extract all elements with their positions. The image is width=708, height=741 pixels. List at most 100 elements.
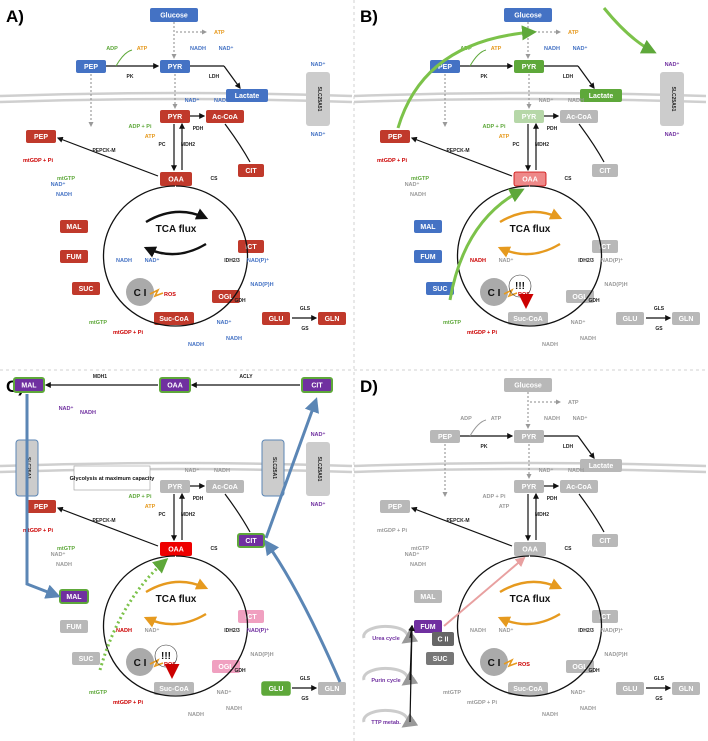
lactate-node-label: Lactate: [589, 463, 614, 470]
nad-mal-label: NAD⁺: [51, 551, 66, 558]
glucose-node-box: [504, 8, 552, 22]
nad-ci-label: NAD⁺: [145, 257, 160, 264]
mtgdp-label-2: mtGDP + Pi: [467, 700, 497, 706]
pep-cyto-node: PEP: [430, 60, 460, 73]
nadp-label: NAD(P)⁺: [601, 257, 623, 264]
tca-cycle: [102, 555, 249, 697]
pyr-node: PYR: [160, 480, 190, 493]
nadph-label: NAD(P)H: [250, 652, 273, 658]
nad-in-label: NAD⁺: [311, 131, 326, 138]
mtgdp-label-2: mtGDP + Pi: [113, 330, 143, 336]
mdh2-enzyme: MDH2: [181, 512, 195, 518]
sucoa-node: Suc-CoA: [508, 682, 548, 695]
lactate-node-label: Lactate: [589, 93, 614, 100]
nad-label: NAD⁺: [573, 415, 588, 422]
nadp-label: NAD(P)⁺: [601, 627, 623, 634]
lactate-node: Lactate: [580, 89, 622, 102]
nad-import-arrow: [602, 7, 657, 54]
slc25a51-label: SLC25A51: [316, 457, 322, 482]
oaa-node: OAA: [514, 542, 546, 556]
nadph-label: NAD(P)H: [604, 282, 627, 288]
gs-enzyme: GS: [301, 696, 309, 702]
nad-mito-label: NAD⁺: [185, 467, 200, 474]
pep-node-label: PEP: [388, 134, 402, 141]
fum-node-box: [414, 250, 442, 263]
cycle-label-0: Urea cycle: [372, 636, 400, 642]
mal-node-label: MAL: [420, 594, 436, 601]
pdh-enzyme: PDH: [193, 126, 204, 132]
nadh-mito-label: NADH: [214, 98, 230, 104]
nadh-label: NADH: [544, 46, 560, 52]
lactate-node-box: [580, 459, 622, 472]
nad-ci-label: NAD⁺: [499, 257, 514, 264]
panel-letter: D): [360, 377, 378, 396]
pep-cyto-node-label: PEP: [438, 64, 452, 71]
sucoa-node-box: [154, 312, 194, 325]
lactate-node-box: [580, 89, 622, 102]
glu-node-box: [261, 681, 291, 696]
pk-enzyme: PK: [481, 74, 488, 80]
fum-node: FUM: [414, 250, 442, 263]
pep-node: PEP: [380, 130, 410, 143]
suc-node-label: SUC: [79, 286, 94, 293]
gln-node-box: [672, 312, 700, 325]
adp-pi-label: ADP + Pi: [129, 494, 152, 500]
pep-cyto-node: PEP: [76, 60, 106, 73]
tca-arrow-top: [499, 578, 563, 594]
acoa-node: Ac-CoA: [560, 480, 598, 493]
gln-node-label: GLN: [679, 316, 694, 323]
glucose-node: Glucose: [504, 378, 552, 392]
sucoa-node-label: Suc-CoA: [513, 316, 543, 323]
pep-cyto-node-box: [430, 430, 460, 443]
cit-node-box: [592, 534, 618, 547]
panel-c: C)PEPPYRAc-CoAOAACITICTOGLSuc-CoASUCFUMM…: [0, 374, 353, 718]
nad-mito-label: NAD⁺: [539, 97, 554, 104]
slc25a51-label: SLC25A51: [316, 87, 322, 112]
cs-reaction: [578, 123, 605, 163]
ogl-node-box: [566, 660, 594, 673]
ict-node: ICT: [238, 610, 264, 623]
ict-node-box: [592, 240, 618, 253]
tca-arrow-bottom: [143, 242, 207, 258]
membrane-line: [353, 461, 707, 468]
tca-feed-arrow: [448, 188, 525, 301]
pep-node-box: [380, 500, 410, 513]
glycolysis-flux-arrow: [396, 25, 537, 129]
fum-node-box: [414, 620, 442, 633]
ict-node-box: [238, 240, 264, 253]
oaa-feed-arrow: [98, 558, 169, 671]
lactate-node: Lactate: [580, 459, 622, 472]
cs-reaction: [224, 123, 251, 163]
tca-arrow-top: [145, 208, 209, 224]
nad-glu-label: NAD⁺: [571, 319, 586, 326]
ogl-node-label: OGL: [218, 294, 234, 301]
suc-node-box: [426, 282, 454, 295]
transporter-body: [261, 439, 285, 497]
glu-node-label: GLU: [623, 316, 638, 323]
lightning-icon: [503, 658, 518, 668]
tca-arrow-top: [145, 578, 209, 594]
nad-mito-label: NAD⁺: [539, 467, 554, 474]
pepck-enzyme: PEPCK-M: [446, 518, 469, 524]
sucoa-node-label: Suc-CoA: [513, 686, 543, 693]
mal-node-label: MAL: [66, 224, 82, 231]
cit-cyto-node-label: CIT: [311, 383, 323, 390]
panel-letter: B): [360, 7, 378, 26]
note-box: [73, 465, 151, 491]
suc-node: SUC: [426, 282, 454, 295]
oaa-node-box: [160, 172, 192, 186]
adp-pi-label: ADP + Pi: [129, 124, 152, 130]
sucoa-node-label: Suc-CoA: [159, 316, 189, 323]
glu-node: GLU: [616, 312, 644, 325]
mtgtp-label: mtGTP: [57, 176, 75, 182]
nad-ci-label: NAD⁺: [499, 627, 514, 634]
glucose-node-label: Glucose: [160, 13, 188, 20]
nadh-mal-label: NADH: [56, 562, 72, 568]
glu-node-label: GLU: [269, 686, 284, 693]
cit-node-label: CIT: [245, 538, 257, 545]
oaa-node-box: [514, 542, 546, 556]
glucose-node-box: [150, 8, 198, 22]
adp-label: ADP: [460, 416, 472, 422]
complex-i-label: C I: [134, 658, 147, 669]
atp-label-2: ATP: [491, 416, 502, 422]
